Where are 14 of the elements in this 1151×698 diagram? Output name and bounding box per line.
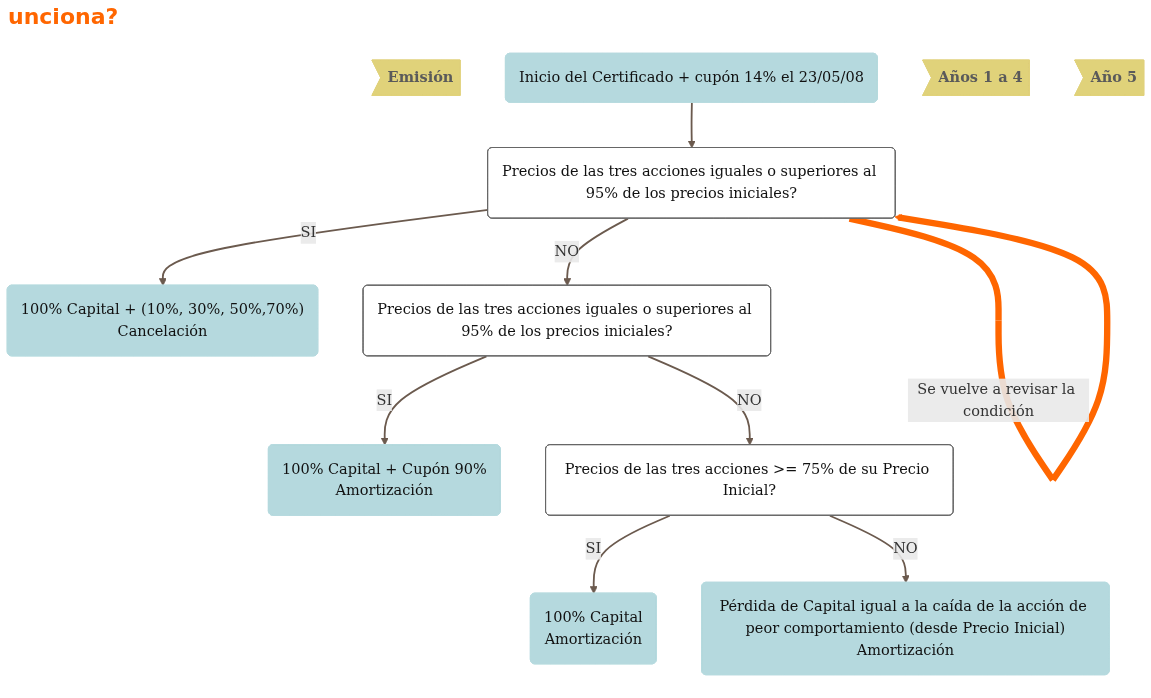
arrow <box>589 514 671 594</box>
edge-label: Se vuelve a revisar la condición <box>917 380 1076 420</box>
arrow <box>647 355 754 446</box>
edge-label: NO <box>893 539 918 557</box>
edge-label: NO <box>737 391 762 409</box>
edge-label: SI <box>585 539 602 557</box>
title: unciona? <box>8 4 119 29</box>
arrow <box>687 101 696 149</box>
edge-label: SI <box>300 223 317 242</box>
edge-label: NO <box>554 242 580 260</box>
arrow <box>158 208 489 286</box>
arrow <box>380 355 488 446</box>
edge-label: SI <box>376 391 393 409</box>
arrow <box>829 514 910 584</box>
